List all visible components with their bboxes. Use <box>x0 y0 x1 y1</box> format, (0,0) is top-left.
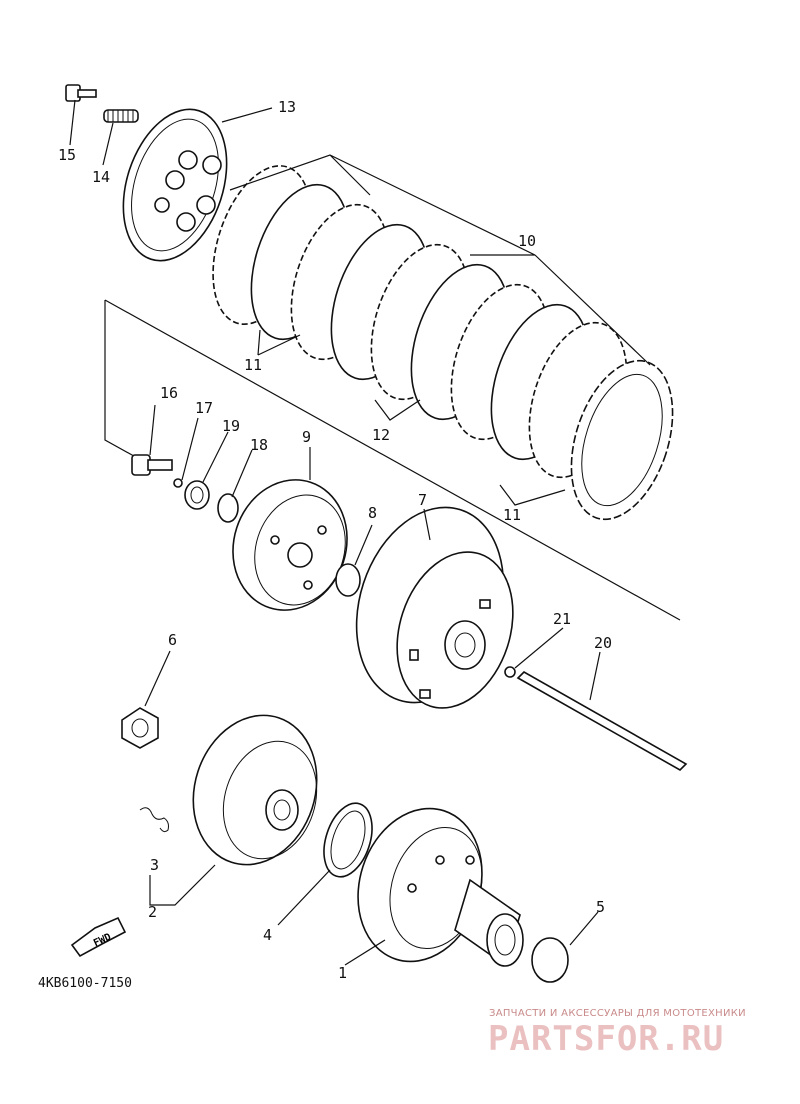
callout-18: 18 <box>250 436 268 454</box>
clutch-housing <box>355 506 514 709</box>
callout-11-lower: 11 <box>503 506 521 524</box>
callout-1: 1 <box>338 964 347 982</box>
push-rod-end <box>131 454 173 476</box>
callout-19: 19 <box>222 417 240 435</box>
clutch-boss <box>232 479 348 611</box>
steel-ball <box>173 478 183 488</box>
one-way-clutch-ring <box>323 802 373 878</box>
push-rod <box>516 671 688 771</box>
callout-11-upper: 11 <box>244 356 262 374</box>
nut <box>121 707 159 749</box>
o-ring <box>531 937 569 983</box>
callout-16: 16 <box>160 384 178 402</box>
ball <box>504 666 516 678</box>
callout-12: 12 <box>372 426 390 444</box>
watermark-logo: PARTSFOR.RU <box>488 1019 724 1059</box>
catalog-code: 4KB6100-7150 <box>38 976 132 991</box>
callout-15: 15 <box>58 146 76 164</box>
callout-3: 3 <box>150 856 159 874</box>
callout-5: 5 <box>596 898 605 916</box>
callout-14: 14 <box>92 168 110 186</box>
clutch-spring <box>103 109 139 123</box>
watermark-tagline: ЗАПЧАСТИ И АКСЕССУАРЫ ДЛЯ МОТОТЕХНИКИ <box>489 1008 746 1019</box>
callout-20: 20 <box>594 634 612 652</box>
pressure-plate <box>122 108 228 262</box>
centrifugal-clutch <box>192 714 318 866</box>
callout-21: 21 <box>553 610 571 628</box>
bolt <box>65 84 97 102</box>
circlip <box>335 563 361 597</box>
callout-7: 7 <box>418 491 427 509</box>
callout-13: 13 <box>278 98 296 116</box>
callout-2: 2 <box>148 903 157 921</box>
callout-17: 17 <box>195 399 213 417</box>
callout-10: 10 <box>518 232 536 250</box>
bearing <box>184 480 210 510</box>
clutch-plate-stack <box>212 165 674 521</box>
clutch-shoe-spring <box>139 807 169 833</box>
callout-6: 6 <box>168 631 177 649</box>
callout-4: 4 <box>263 926 272 944</box>
lock-washer <box>217 493 239 523</box>
fwd-arrow-icon: FWD <box>70 916 127 958</box>
callout-8: 8 <box>368 504 377 522</box>
clutch-carrier <box>357 807 524 967</box>
callout-9: 9 <box>302 428 311 446</box>
